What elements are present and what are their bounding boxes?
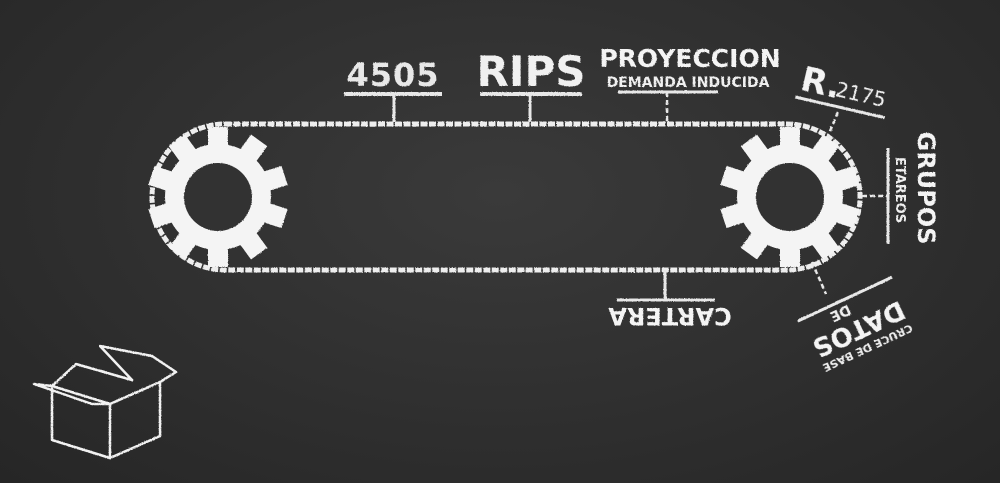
label-4505: 4505 xyxy=(346,56,439,94)
label-rips-group: RIPS xyxy=(477,47,586,122)
connector-cruce xyxy=(810,261,828,295)
label-r2175-group: R. 2175 xyxy=(794,59,888,120)
label-grupos-group: GRUPOS ETAREOS xyxy=(862,132,940,245)
label-proyeccion-group: PROYECCION DEMANDA INDUCIDA xyxy=(599,44,781,122)
conveyor-belt xyxy=(149,121,863,273)
label-etareos: ETAREOS xyxy=(892,157,907,223)
label-cruce-group: DATOS DE CRUCE DE BASE xyxy=(797,275,915,374)
label-rips: RIPS xyxy=(477,47,586,96)
label-proyeccion: PROYECCION xyxy=(599,44,780,73)
right-gear-icon xyxy=(720,127,860,267)
label-demanda-inducida: DEMANDA INDUCIDA xyxy=(607,75,770,91)
left-gear-icon xyxy=(148,127,288,267)
open-box-icon xyxy=(32,344,178,460)
connector-r2175 xyxy=(826,111,840,137)
label-cartera-group: CARTERA xyxy=(608,270,732,330)
label-cartera: CARTERA xyxy=(608,302,732,330)
label-4505-group: 4505 xyxy=(344,56,442,122)
label-grupos: GRUPOS xyxy=(912,132,940,245)
